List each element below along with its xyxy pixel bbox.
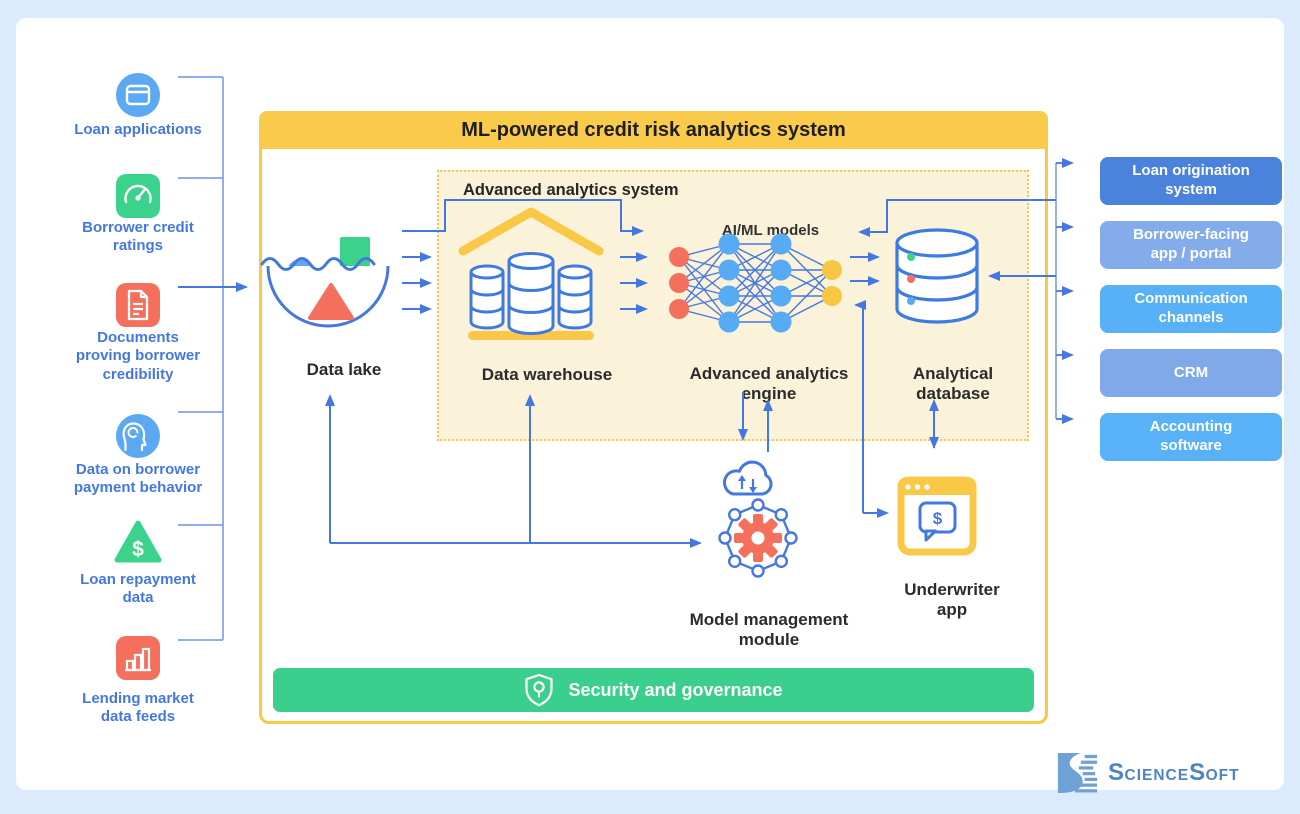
sciencesoft-logo-mark xyxy=(1057,752,1098,794)
browser-window-icon xyxy=(125,84,151,106)
security-governance-bar: Security and governance xyxy=(273,668,1034,712)
payment-behavior-item xyxy=(116,414,160,458)
data-warehouse-label: Data warehouse xyxy=(481,365,613,384)
shield-keyhole-icon xyxy=(525,673,554,707)
ai-ml-models-label: AI/ML models xyxy=(721,222,820,239)
borrower-credit-ratings-item xyxy=(116,174,160,218)
gauge-icon xyxy=(124,184,152,204)
lending-market-item xyxy=(116,636,160,680)
external-crm: CRM xyxy=(1100,349,1282,397)
document-icon xyxy=(127,289,149,321)
bar-chart-icon xyxy=(125,647,151,672)
dollar-triangle-icon: $ xyxy=(114,520,162,563)
source-label-loan-applications: Loan applications xyxy=(74,121,202,138)
security-governance-label: Security and governance xyxy=(568,679,783,700)
advanced-analytics-zone-label: Advanced analytics system xyxy=(463,181,679,199)
svg-text:$: $ xyxy=(132,538,144,561)
data-lake-label: Data lake xyxy=(306,360,382,379)
loan-applications-item xyxy=(116,73,160,117)
system-title: ML-powered credit risk analytics system xyxy=(259,111,1048,149)
documents-item xyxy=(116,283,160,327)
head-brain-icon xyxy=(122,422,147,452)
loan-repayment-item: $ xyxy=(114,519,162,565)
